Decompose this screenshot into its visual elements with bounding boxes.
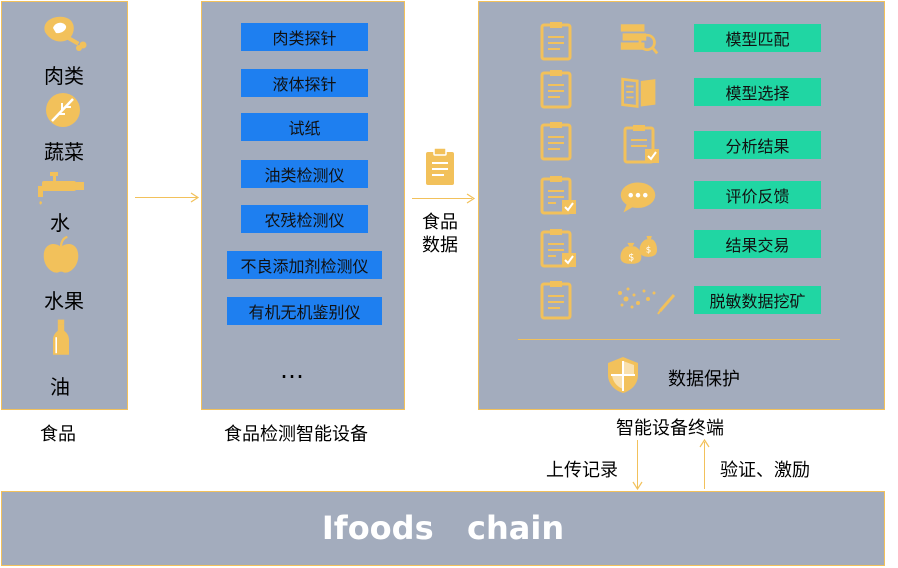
device-caption: 食品检测智能设备 <box>224 424 368 445</box>
apple-icon <box>43 236 79 273</box>
arrow-head-icon <box>190 192 200 203</box>
food-caption: 食品 <box>40 424 76 445</box>
clipboard-check-icon <box>540 229 576 268</box>
terminal-divider <box>518 339 840 340</box>
clipboard-icon <box>540 122 572 161</box>
device-pesticide-tester[interactable]: 农残检测仪 <box>241 205 368 233</box>
device-test-paper[interactable]: 试纸 <box>241 113 368 141</box>
device-organic-tester[interactable]: 有机无机鉴别仪 <box>227 297 382 325</box>
open-book-icon <box>621 77 656 108</box>
meat-icon <box>44 16 87 51</box>
arrow-down-icon <box>632 481 643 491</box>
arrow-food-to-device <box>135 197 197 198</box>
food-data-label-2: 数据 <box>422 235 458 256</box>
upload-arrow <box>637 440 638 488</box>
device-additive-tester[interactable]: 不良添加剂检测仪 <box>227 251 382 279</box>
food-label-fruit: 水果 <box>44 289 84 313</box>
chain-title: Ifoods chain <box>321 509 565 547</box>
terminal-model-match[interactable]: 模型匹配 <box>694 24 821 52</box>
books-search-icon <box>620 24 659 55</box>
terminal-result-trade[interactable]: 结果交易 <box>694 230 821 258</box>
terminal-caption: 智能设备终端 <box>616 418 724 439</box>
clipboard-icon <box>540 281 572 320</box>
money-bags-icon: $ $ <box>620 235 657 264</box>
arrow-up-icon <box>699 438 710 448</box>
arrow-device-to-terminal <box>412 198 472 199</box>
data-protection-label: 数据保护 <box>668 369 740 390</box>
device-liquid-probe[interactable]: 液体探针 <box>241 69 368 97</box>
food-label-oil: 油 <box>50 375 70 399</box>
clipboard-check-icon <box>540 176 576 215</box>
svg-text:$: $ <box>646 245 652 255</box>
svg-text:$: $ <box>628 252 634 263</box>
terminal-feedback[interactable]: 评价反馈 <box>694 181 821 209</box>
bottle-icon <box>53 319 69 355</box>
chain-bar <box>1 491 885 566</box>
device-meat-probe[interactable]: 肉类探针 <box>241 23 368 51</box>
food-label-vegetable: 蔬菜 <box>44 140 84 164</box>
clipboard-icon <box>426 147 454 185</box>
food-label-water: 水 <box>50 211 70 235</box>
shield-icon <box>608 357 638 393</box>
device-oil-tester[interactable]: 油类检测仪 <box>241 160 368 188</box>
faucet-icon <box>38 172 84 205</box>
food-label-meat: 肉类 <box>44 64 84 88</box>
arrow-head-icon <box>466 193 476 204</box>
clipboard-icon <box>540 22 572 61</box>
clipboard-icon <box>540 70 572 109</box>
clipboard-check-icon <box>623 125 659 164</box>
food-data-label-1: 食品 <box>422 212 458 233</box>
device-ellipsis: … <box>280 356 304 384</box>
terminal-data-mining[interactable]: 脱敏数据挖矿 <box>694 286 821 314</box>
verify-arrow <box>704 442 705 489</box>
verify-incentive-label: 验证、激励 <box>720 460 810 481</box>
terminal-model-select[interactable]: 模型选择 <box>694 78 821 106</box>
chat-bubble-icon <box>620 182 656 213</box>
upload-record-label: 上传记录 <box>546 460 618 481</box>
leaf-icon <box>46 93 80 127</box>
data-mining-icon <box>618 287 676 315</box>
terminal-analysis-result[interactable]: 分析结果 <box>694 131 821 159</box>
